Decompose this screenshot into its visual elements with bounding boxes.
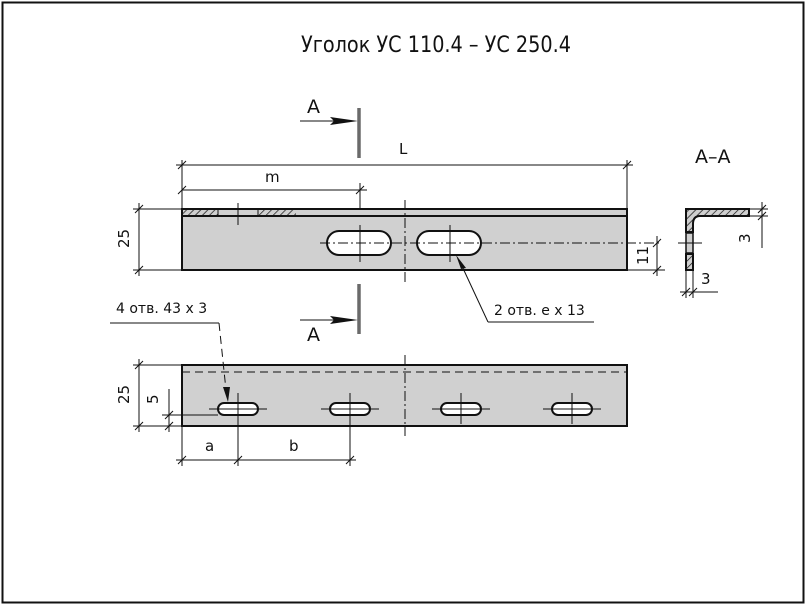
slot-note-bottom: 4 отв. 43 x 3	[110, 301, 230, 402]
slot-note-front: 2 отв. e x 13	[456, 255, 594, 323]
dimension-height-bottom: 25	[115, 359, 182, 432]
section-hatch	[183, 210, 218, 215]
dim-25-bottom-label: 25	[115, 385, 133, 404]
dim-m-label: m	[265, 168, 280, 186]
angle-section-profile	[685, 208, 750, 233]
section-label-top: A	[307, 96, 320, 118]
angle-section-web-lower	[685, 253, 694, 271]
section-view: A–A 3 3	[678, 146, 768, 298]
section-mark-bottom: A	[300, 284, 361, 346]
drawing-title: Уголок УС 110.4 – УС 250.4	[301, 33, 571, 58]
slot-note-front-label: 2 отв. e x 13	[494, 303, 585, 319]
dim-web-3-label: 3	[701, 270, 711, 288]
slot-note-bottom-label: 4 отв. 43 x 3	[116, 301, 207, 317]
leader-arrow-icon	[223, 387, 230, 402]
dimension-11: 11	[627, 236, 665, 276]
dimension-a-b: a b	[176, 424, 356, 466]
leader-arrow-icon	[456, 255, 466, 269]
section-view-title: A–A	[695, 146, 731, 168]
dimension-L: L	[176, 140, 633, 208]
dim-11-label: 11	[634, 246, 652, 265]
dim-25-front-label: 25	[115, 229, 133, 248]
dimension-5: 5	[144, 389, 218, 432]
bottom-view: 4 отв. 43 x 3 25 5	[110, 301, 628, 466]
dim-5-label: 5	[144, 394, 162, 404]
arrow-right-icon	[330, 316, 358, 324]
dim-a-label: a	[205, 437, 214, 455]
section-label-bottom: A	[307, 324, 320, 346]
dimension-height-front: 25	[115, 203, 182, 276]
front-view: A L m	[115, 96, 665, 346]
dimension-m: m	[177, 168, 367, 208]
arrow-right-icon	[330, 117, 358, 125]
dim-flange-3-label: 3	[736, 233, 754, 243]
section-mark-top: A	[300, 96, 361, 158]
dim-b-label: b	[289, 437, 299, 455]
dim-L-label: L	[399, 140, 408, 158]
section-hatch	[258, 210, 296, 215]
